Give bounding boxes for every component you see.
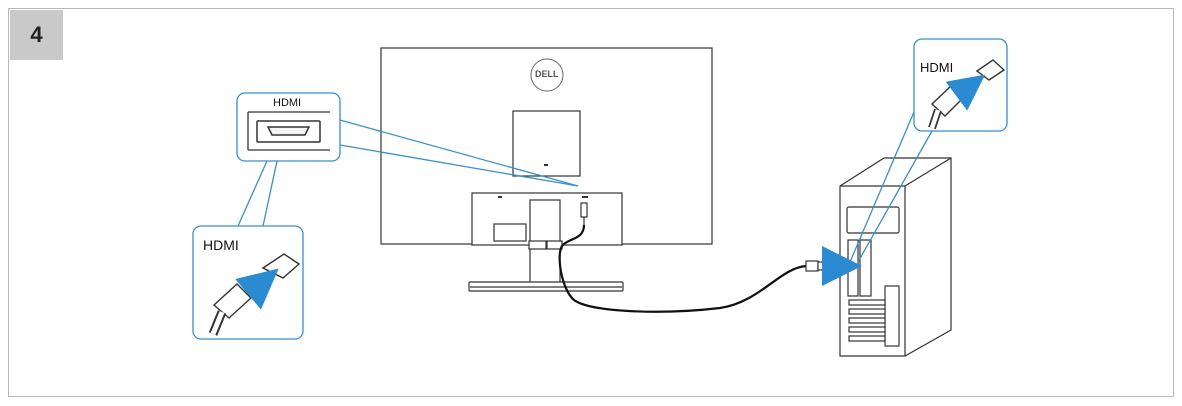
step-badge: 4 [10, 10, 63, 60]
hdmi-connector-icon [208, 253, 301, 336]
step-number: 4 [30, 22, 43, 47]
callout-monitor-port [236, 92, 579, 227]
hdmi-cable-label: HDMI [203, 237, 239, 253]
dell-logo-text: DELL [535, 69, 559, 79]
dell-logo-icon [530, 58, 564, 92]
hdmi-pc-label: HDMI [920, 60, 954, 75]
hdmi-connector-icon [928, 59, 1006, 130]
hdmi-port-label: HDMI [273, 97, 302, 109]
hdmi-port-icon [256, 120, 321, 143]
pc-tower [805, 157, 952, 357]
monitor [380, 47, 713, 292]
diagram-frame [8, 8, 1174, 397]
hdmi-cable [558, 224, 807, 313]
